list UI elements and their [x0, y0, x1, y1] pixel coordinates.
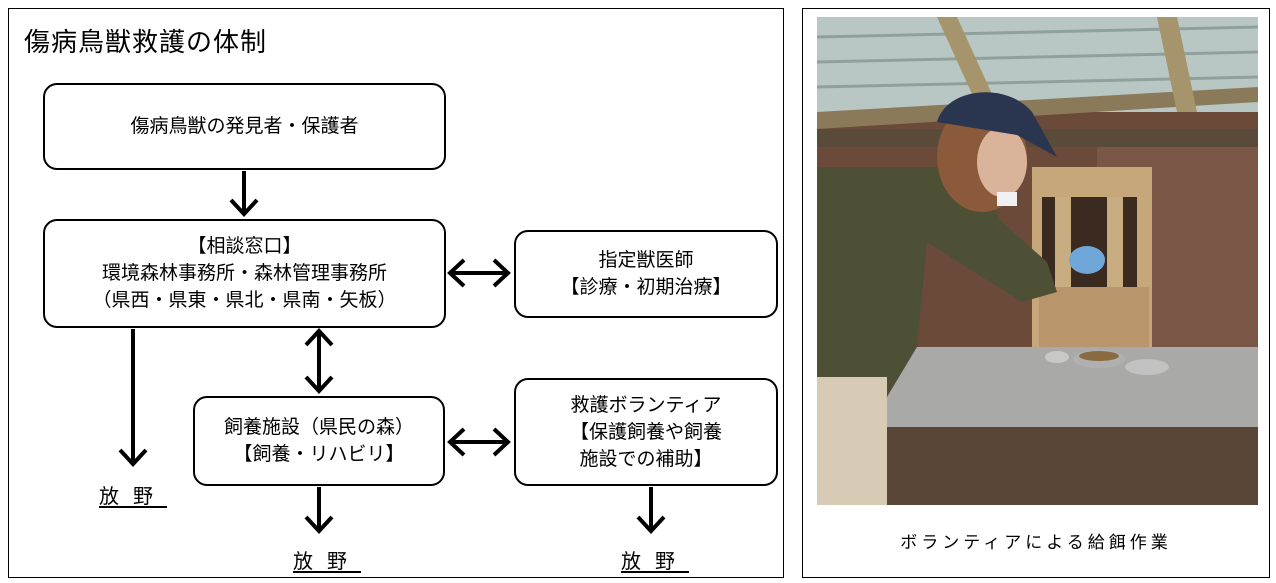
arrow-consultation-to-release — [118, 329, 148, 467]
diagram-title: 傷病鳥獣救護の体制 — [24, 28, 268, 58]
consultation-box: 【相談窓口】 環境森林事務所・森林管理事務所 （県西・県東・県北・県南・矢板） — [43, 219, 446, 328]
facility-line-1: 飼養施設（県民の森） — [223, 416, 414, 438]
volunteer-line-2: 【保護飼養や飼養 — [569, 420, 722, 443]
consultation-line-2: 環境森林事務所・森林管理事務所 — [101, 262, 387, 284]
volunteer-box: 救護ボランティア 【保護飼養や飼養 施設での補助】 — [514, 378, 778, 486]
feeding-photo — [817, 17, 1258, 505]
release-label-right: 放野 — [621, 549, 689, 573]
consultation-line-3: （県西・県東・県北・県南・矢板） — [92, 289, 397, 311]
veterinarian-box: 指定獣医師 【診療・初期治療】 — [514, 230, 778, 318]
arrow-facility-to-release — [304, 487, 334, 534]
volunteer-line-1: 救護ボランティア — [570, 393, 722, 416]
finder-line-1: 傷病鳥獣の発見者・保護者 — [130, 115, 359, 137]
consultation-line-1: 【相談窓口】 — [187, 235, 302, 257]
arrow-volunteer-to-release — [636, 487, 666, 534]
photo-caption: ボランティアによる給餌作業 — [900, 533, 1172, 553]
finder-box: 傷病鳥獣の発見者・保護者 — [43, 83, 446, 170]
arrow-finder-to-consultation — [229, 171, 259, 217]
facility-line-2: 【飼養・リハビリ】 — [233, 443, 405, 465]
facility-box: 飼養施設（県民の森） 【飼養・リハビリ】 — [193, 396, 445, 486]
release-label-center: 放野 — [293, 549, 361, 573]
veterinarian-line-1: 指定獣医師 — [598, 249, 694, 271]
arrow-consultation-facility — [304, 328, 334, 394]
veterinarian-line-2: 【診療・初期治療】 — [560, 276, 732, 298]
arrow-consultation-vet — [447, 258, 511, 288]
volunteer-line-3: 施設での補助】 — [579, 447, 713, 470]
arrow-facility-volunteer — [447, 427, 511, 457]
release-label-left: 放野 — [99, 484, 167, 508]
